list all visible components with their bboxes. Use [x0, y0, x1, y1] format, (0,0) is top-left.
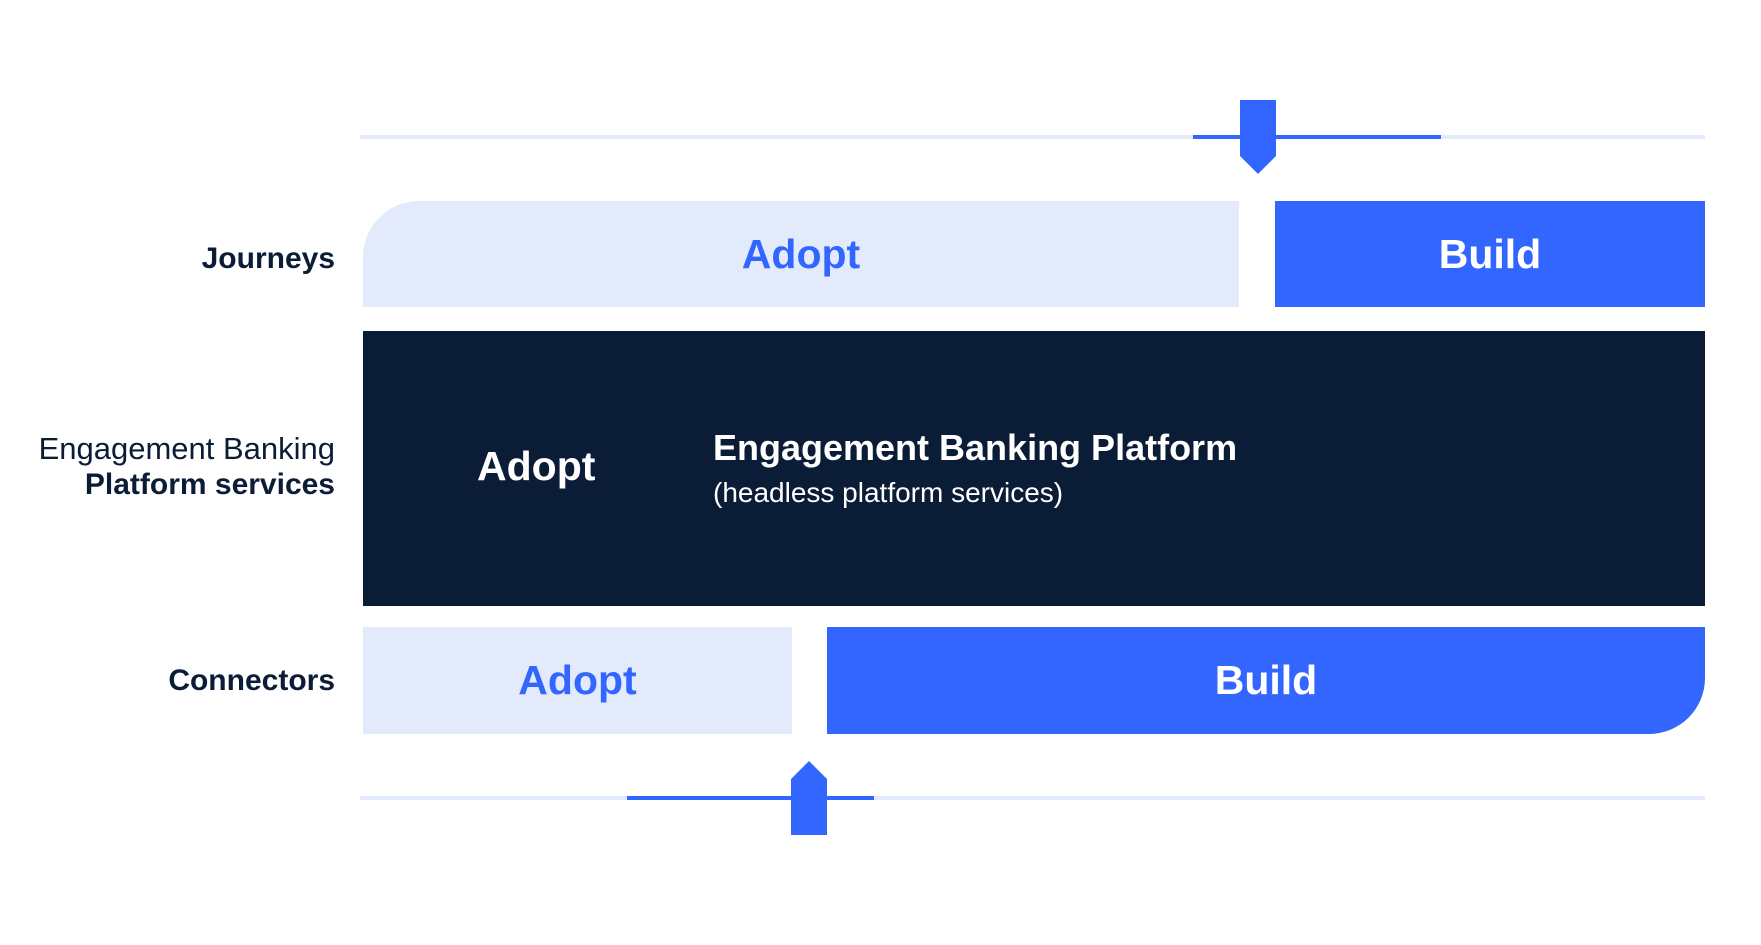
slider-handle-down-icon[interactable] [1240, 100, 1276, 175]
row-label-connectors: Connectors [168, 664, 335, 697]
row-label-platform-line2: Platform services [84, 468, 335, 501]
journeys-adopt-block: Adopt [363, 201, 1239, 307]
bottom-slider-track [360, 796, 1705, 800]
journeys-build-label: Build [1438, 230, 1542, 277]
connectors-adopt-label: Adopt [518, 657, 637, 703]
row-label-journeys: Journeys [201, 242, 335, 275]
bottom-slider-range [627, 796, 874, 800]
platform-title: Engagement Banking Platform [713, 427, 1238, 468]
platform-block: Adopt Engagement Banking Platform (headl… [363, 331, 1705, 606]
top-slider-range [1193, 135, 1441, 139]
connectors-build-block: Build [827, 627, 1705, 734]
platform-adopt-label: Adopt [477, 443, 596, 489]
connectors-adopt-block: Adopt [363, 627, 792, 734]
top-slider-track [360, 135, 1705, 139]
slider-handle-up-icon[interactable] [791, 761, 827, 835]
journeys-build-block: Build [1275, 201, 1705, 307]
row-label-platform-line1: Engagement Banking [38, 431, 335, 466]
connectors-build-label: Build [1214, 657, 1318, 703]
journeys-adopt-label: Adopt [741, 230, 861, 277]
platform-subtitle: (headless platform services) [713, 477, 1064, 508]
